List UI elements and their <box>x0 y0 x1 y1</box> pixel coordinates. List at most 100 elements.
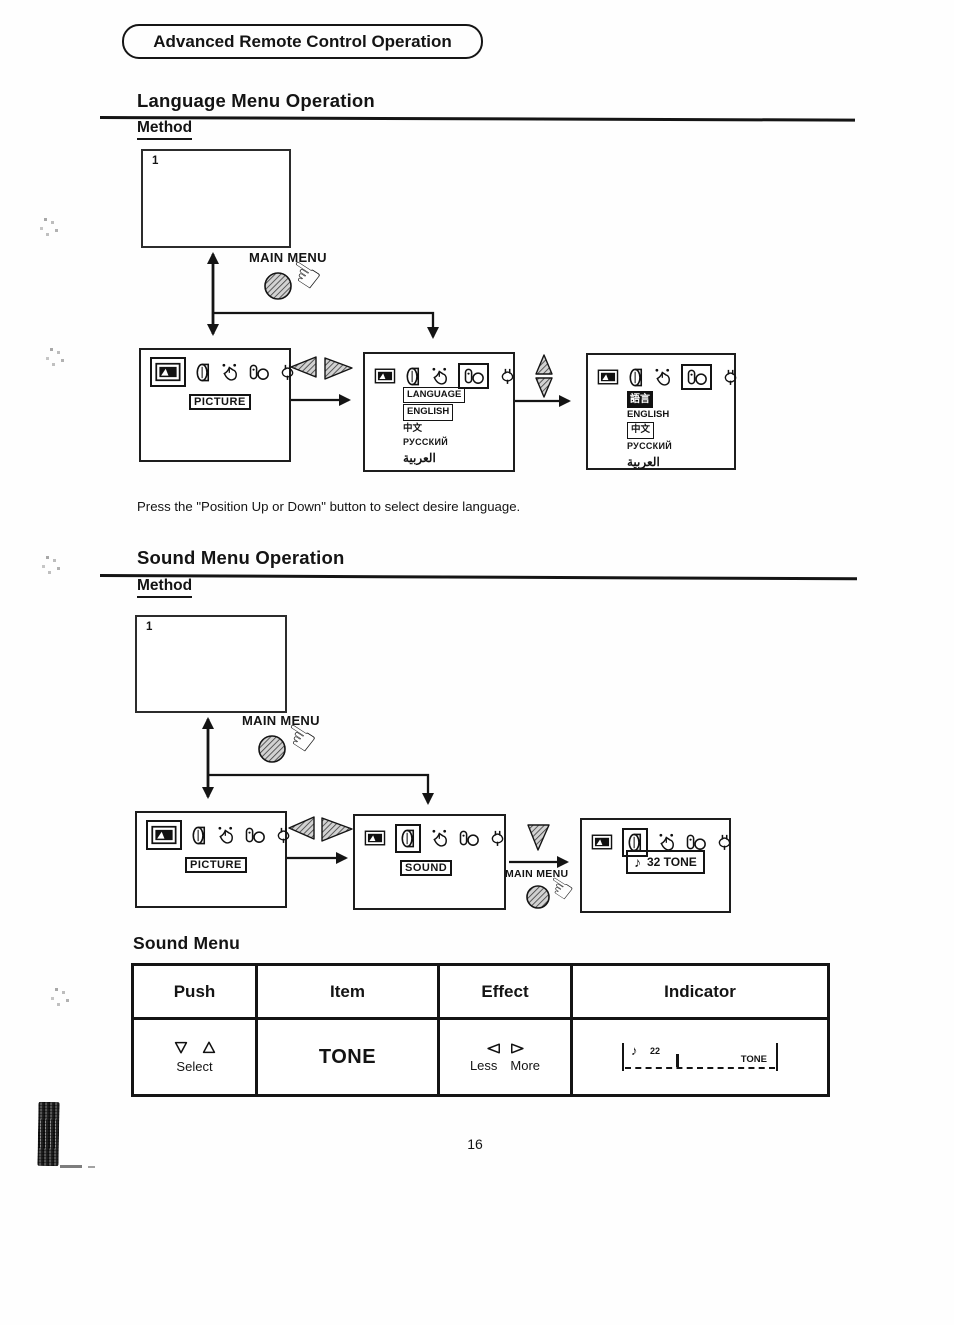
menu-title-language-chinese: 語言 <box>627 391 653 408</box>
method-label: Method <box>137 577 193 598</box>
osd-sound-screen-1: PICTURE <box>135 811 290 908</box>
sound-icon <box>405 366 421 387</box>
more-label: More <box>510 1057 541 1073</box>
setup-icon <box>278 363 297 381</box>
language-menu-list: LANGUAGE ENGLISH 中文 РУССКИЙ العربية <box>403 387 466 467</box>
scan-artifact <box>60 1165 82 1168</box>
feature-icon <box>216 825 235 846</box>
volume-right-button-icon <box>324 357 353 380</box>
lang-item-arabic: العربية <box>403 451 436 466</box>
osd-icon-bar <box>137 813 290 850</box>
method-label: Method <box>137 119 193 140</box>
setup-icon <box>498 367 517 385</box>
language-icon <box>458 363 489 389</box>
menu-title-language: LANGUAGE <box>403 387 466 404</box>
language-section-heading: Language Menu Operation <box>137 90 375 111</box>
osd-icon-bar <box>355 816 504 853</box>
volume-left-button-icon <box>290 356 317 378</box>
sound-menu-table: Push Item Effect Indicator Select TONE L… <box>131 963 830 1097</box>
lang-item-russian: РУССКИЙ <box>403 436 449 447</box>
page-title: Advanced Remote Control Operation <box>122 24 483 59</box>
feature-icon <box>653 367 672 388</box>
volume-left-button-icon <box>288 816 315 840</box>
col-header-effect: Effect <box>440 966 573 1020</box>
position-down-button-icon <box>527 824 550 851</box>
tone-scale-label: TONE <box>740 1054 767 1065</box>
col-header-item: Item <box>258 966 440 1020</box>
scan-speckle <box>50 348 53 351</box>
push-select-label: Select <box>176 1059 213 1074</box>
screen-step-number: 1 <box>146 621 153 633</box>
music-note-icon: ♪ <box>634 854 641 870</box>
lang-item-chinese-selected: 中文 <box>627 422 655 439</box>
lang-item-english: ENGLISH <box>627 409 670 420</box>
picture-icon <box>364 829 386 847</box>
position-up-button-icon <box>535 354 553 375</box>
item-cell: TONE <box>258 1020 440 1094</box>
tv-screen-frame: 1 <box>141 149 291 248</box>
sound-icon <box>622 827 648 857</box>
col-header-push: Push <box>134 966 258 1020</box>
lang-item-arabic: العربية <box>627 455 660 469</box>
position-down-button-icon <box>535 377 553 398</box>
mainmenu-branch-line <box>208 773 434 805</box>
sound-icon <box>191 825 207 846</box>
push-cell: Select <box>134 1020 258 1094</box>
sound-icon <box>195 362 211 383</box>
main-menu-button <box>526 885 550 909</box>
main-menu-button <box>264 272 292 300</box>
page-number: 16 <box>467 1136 483 1152</box>
language-note: Press the "Position Up or Down" button t… <box>137 499 521 514</box>
osd-sound-screen-2: SOUND <box>353 814 506 910</box>
sound-menu-table-heading: Sound Menu <box>133 933 240 953</box>
picture-icon <box>591 833 613 851</box>
main-menu-button <box>258 735 286 763</box>
osd-sound-screen-3: ♪ 32 TONE <box>580 818 731 913</box>
osd-language-screen-1: PICTURE <box>139 348 294 462</box>
language-icon <box>248 363 269 381</box>
osd-icon-bar <box>588 355 737 392</box>
picture-icon <box>146 820 182 850</box>
tone-indicator-box: ♪ 32 TONE <box>626 850 705 874</box>
language-icon <box>681 364 712 390</box>
tone-level-indicator: ♪ 22 TONE <box>622 1043 778 1071</box>
main-menu-label: MAIN MENU <box>505 868 569 880</box>
indicator-cell: ♪ 22 TONE <box>573 1020 827 1094</box>
level-tick <box>676 1054 679 1067</box>
music-note-icon: ♪ <box>631 1043 638 1058</box>
osd-language-screen-2: LANGUAGE ENGLISH 中文 РУССКИЙ العربية <box>363 352 515 472</box>
tone-value: 32 TONE <box>647 855 697 869</box>
osd-menu-title: PICTURE <box>189 394 251 410</box>
scan-artifact <box>88 1166 95 1168</box>
tv-screen-frame: 1 <box>135 615 287 713</box>
setup-icon <box>721 368 740 386</box>
setup-icon <box>715 833 734 851</box>
osd-icon-bar <box>582 820 731 857</box>
less-label: Less <box>469 1057 498 1073</box>
tone-level-value: 22 <box>650 1046 661 1056</box>
setup-icon <box>274 826 293 844</box>
osd-menu-title: SOUND <box>400 860 453 876</box>
sound-section-heading: Sound Menu Operation <box>137 547 345 568</box>
tone-item-label: TONE <box>318 1045 377 1068</box>
language-icon <box>244 826 265 844</box>
screen-step-number: 1 <box>152 155 159 167</box>
language-icon <box>685 833 706 851</box>
language-icon <box>458 829 479 847</box>
lang-item-english: ENGLISH <box>403 404 454 421</box>
picture-icon <box>150 357 186 387</box>
feature-icon <box>220 362 239 383</box>
picture-icon <box>597 368 619 386</box>
lang-item-russian: РУССКИЙ <box>627 440 673 451</box>
scan-speckle <box>46 556 49 559</box>
volume-right-button-icon <box>321 817 353 842</box>
osd-icon-bar <box>141 350 294 387</box>
sound-icon <box>395 823 421 853</box>
feature-icon <box>430 366 449 387</box>
osd-language-screen-3: 語言 ENGLISH 中文 РУССКИЙ العربية <box>586 353 737 470</box>
sound-icon <box>628 367 644 388</box>
effect-cell: Less More <box>440 1020 573 1094</box>
picture-icon <box>374 367 396 385</box>
